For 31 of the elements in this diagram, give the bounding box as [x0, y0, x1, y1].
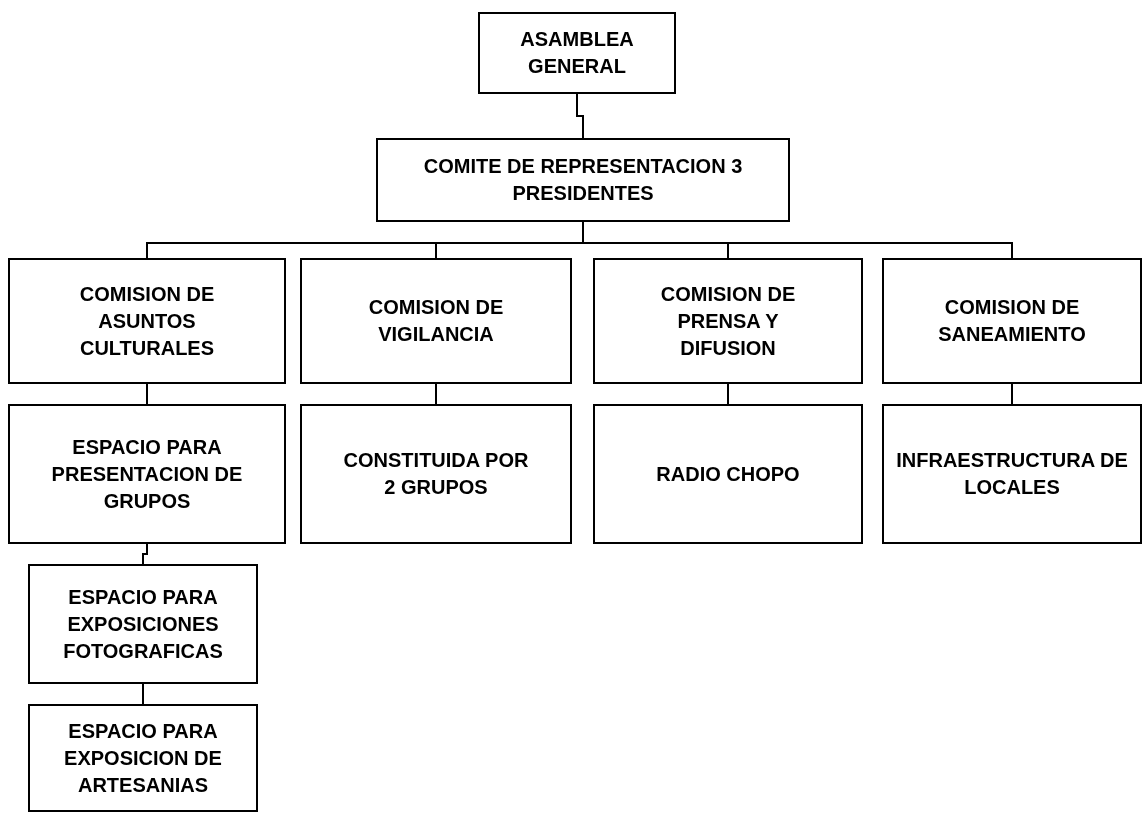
box-label: COMISION DE PRENSA Y DIFUSION: [659, 281, 797, 361]
connector-line: [576, 93, 584, 139]
connector-line: [727, 383, 729, 405]
org-box: [28, 704, 258, 812]
box-label: INFRAESTRUCTURA DE LOCALES: [895, 448, 1129, 500]
connector-line: [142, 543, 148, 565]
box-label: COMISION DE VIGILANCIA: [367, 295, 505, 347]
org-box: [376, 138, 790, 222]
org-box: [882, 404, 1142, 544]
connector-line: [435, 383, 437, 405]
org-box: [300, 258, 572, 384]
org-box: [882, 258, 1142, 384]
box-label: COMITE DE REPRESENTACION 3 PRESIDENTES: [422, 154, 744, 206]
box-label: COMISION DE ASUNTOS CULTURALES: [78, 281, 216, 361]
box-label: ESPACIO PARA PRESENTACION DE GRUPOS: [50, 434, 244, 514]
org-box: [300, 404, 572, 544]
org-box: [8, 258, 286, 384]
connector-line: [1011, 383, 1013, 405]
box-label: CONSTITUIDA POR 2 GRUPOS: [342, 448, 530, 500]
org-box: [478, 12, 676, 94]
org-box: [593, 404, 863, 544]
box-label: ESPACIO PARA EXPOSICIONES FOTOGRAFICAS: [62, 584, 224, 664]
org-box: [593, 258, 863, 384]
box-label: ASAMBLEA GENERAL: [519, 27, 635, 79]
box-label: RADIO CHOPO: [656, 461, 800, 487]
org-box: [28, 564, 258, 684]
box-label: COMISION DE SANEAMIENTO: [937, 295, 1087, 347]
box-label: ESPACIO PARA EXPOSICION DE ARTESANIAS: [63, 718, 223, 798]
connector-line: [146, 383, 148, 405]
org-box: [8, 404, 286, 544]
connector-line: [142, 683, 144, 705]
